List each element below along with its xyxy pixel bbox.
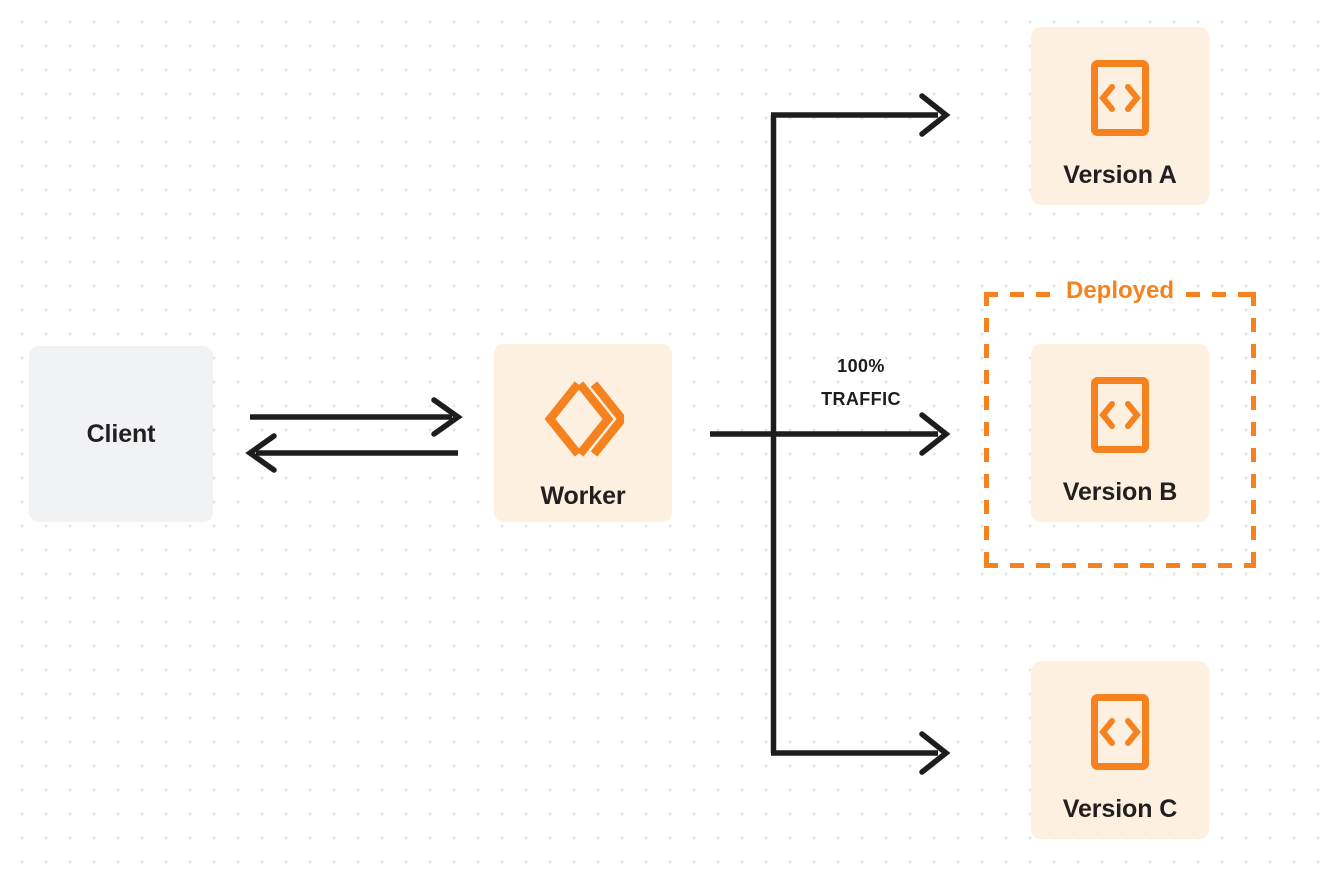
- version-c-label: Version C: [1062, 795, 1178, 823]
- code-file-icon: [1090, 693, 1150, 771]
- arrow-worker-to-client: [245, 433, 458, 473]
- arrow-worker-to-version-b: [710, 412, 951, 456]
- version-c-node[interactable]: Version C: [1031, 661, 1209, 839]
- code-file-icon: [1090, 376, 1150, 454]
- cloudflare-workers-logo-icon: [542, 378, 624, 460]
- worker-label: Worker: [540, 482, 626, 510]
- worker-node[interactable]: Worker: [494, 344, 672, 522]
- client-node[interactable]: Client: [29, 346, 213, 522]
- arrow-client-to-worker: [250, 397, 463, 437]
- client-label: Client: [86, 419, 156, 448]
- traffic-unit: TRAFFIC: [821, 389, 901, 410]
- version-a-label: Version A: [1063, 161, 1177, 189]
- arrow-worker-to-version-a: [771, 93, 951, 137]
- version-b-label: Version B: [1062, 478, 1178, 506]
- arrow-worker-to-version-c: [771, 731, 951, 775]
- code-file-icon: [1090, 59, 1150, 137]
- traffic-label: 100% TRAFFIC: [790, 350, 932, 417]
- version-a-node[interactable]: Version A: [1031, 27, 1209, 205]
- traffic-percent: 100%: [837, 356, 885, 376]
- version-b-node[interactable]: Version B: [1031, 344, 1209, 522]
